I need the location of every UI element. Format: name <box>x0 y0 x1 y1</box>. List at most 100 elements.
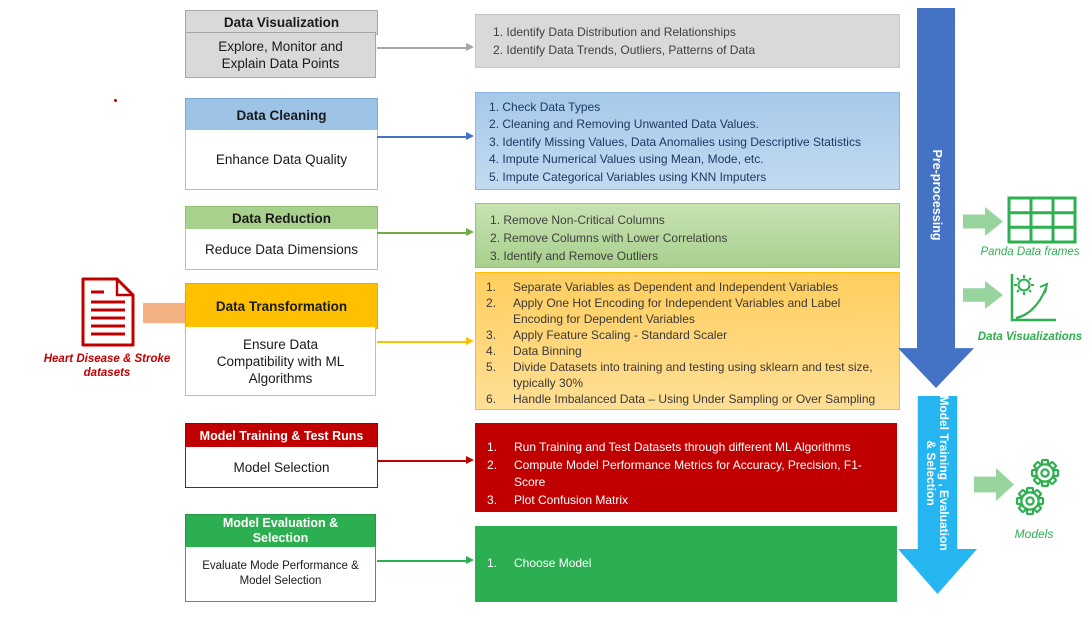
stage-header-model-training: Model Training & Test Runs <box>185 423 378 449</box>
output-arrow-icon <box>963 281 1003 309</box>
connector-arrowhead <box>466 556 474 564</box>
source-label-text: Heart Disease & Stroke datasets <box>43 353 171 379</box>
detail-item: Handle Imbalanced Data – Using Under Sam… <box>486 391 885 407</box>
detail-item-text: Identify and Remove Outliers <box>503 249 659 263</box>
detail-item-text: Impute Categorical Variables using KNN I… <box>502 169 767 184</box>
stage-header-data-transformation: Data Transformation <box>185 283 378 329</box>
detail-item: Check Data Types <box>489 99 891 116</box>
detail-item: Impute Categorical Variables using KNN I… <box>489 169 891 186</box>
detail-item-text: Remove Columns with Lower Correlations <box>503 231 728 245</box>
detail-item-text: Check Data Types <box>502 100 601 114</box>
detail-box-data-visualization: Identify Data Distribution and Relations… <box>475 14 900 68</box>
stage-body-model-evaluation: Evaluate Mode Performance & Model Select… <box>185 546 376 602</box>
stage-body-data-visualization: Explore, Monitor and Explain Data Points <box>185 32 376 78</box>
stage-header-data-reduction: Data Reduction <box>185 206 378 231</box>
detail-item-text: Apply One Hot Encoding for Independent V… <box>513 296 841 326</box>
detail-box-model-evaluation: Choose Model <box>475 526 897 602</box>
connector-data-visualization <box>377 47 467 49</box>
output-label-text: Models <box>1014 527 1054 541</box>
connector-arrowhead <box>466 228 474 236</box>
detail-item: Apply One Hot Encoding for Independent V… <box>486 295 885 327</box>
detail-item-text: Remove Non-Critical Columns <box>503 213 665 227</box>
chart-growth-icon <box>1010 274 1056 322</box>
stage-body-data-cleaning: Enhance Data Quality <box>185 129 378 190</box>
model-phase-label-line1: Model Training , Evaluation <box>937 395 951 551</box>
detail-item: Remove Non-Critical Columns <box>490 211 889 229</box>
detail-item: Identify Data Distribution and Relations… <box>493 23 887 41</box>
output-label-text: Panda Data frames <box>980 246 1080 258</box>
red-dot <box>114 99 117 102</box>
stage-title: Data Visualization <box>223 15 340 30</box>
detail-item-text: Identify Data Trends, Outliers, Patterns… <box>506 43 756 57</box>
detail-item: Choose Model <box>487 555 885 572</box>
detail-item-text: Plot Confusion Matrix <box>514 492 629 507</box>
stage-subtitle: Explore, Monitor and Explain Data Points <box>218 39 343 71</box>
output-label-models: Models <box>1002 527 1066 541</box>
connector-model-training <box>377 460 467 462</box>
output-label-data-visualizations: Data Visualizations <box>966 331 1092 343</box>
stage-subtitle: Enhance Data Quality <box>215 152 348 167</box>
stage-body-data-transformation: Ensure Data Compatibility with ML Algori… <box>185 326 376 396</box>
detail-item: Remove Columns with Lower Correlations <box>490 229 889 247</box>
detail-item: Identify Missing Values, Data Anomalies … <box>489 134 891 151</box>
detail-item: Separate Variables as Dependent and Inde… <box>486 279 885 295</box>
stage-body-model-training: Model Selection <box>185 446 378 488</box>
detail-item-text: Identify Missing Values, Data Anomalies … <box>502 134 861 149</box>
detail-item-text: Compute Model Performance Metrics for Ac… <box>514 457 862 490</box>
stage-title: Data Cleaning <box>236 107 327 123</box>
output-label-text: Data Visualizations <box>977 331 1083 343</box>
model-phase-label-line2: & Selection <box>924 440 938 506</box>
detail-box-data-transformation: Separate Variables as Dependent and Inde… <box>475 272 900 410</box>
detail-item-text: Impute Numerical Values using Mean, Mode… <box>502 152 764 167</box>
stage-title: Data Transformation <box>215 298 348 314</box>
stage-subtitle: Reduce Data Dimensions <box>204 241 359 257</box>
connector-model-evaluation <box>377 560 467 562</box>
stage-header-model-evaluation: Model Evaluation & Selection <box>185 514 376 547</box>
detail-item-text: Run Training and Test Datasets through d… <box>514 440 851 454</box>
preprocessing-label-text: Pre-processing <box>930 149 944 241</box>
connector-arrowhead <box>466 43 474 51</box>
connector-arrowhead <box>466 337 474 345</box>
stage-title: Model Training & Test Runs <box>199 428 364 443</box>
connector-arrowhead <box>466 456 474 464</box>
preprocessing-label: Pre-processing <box>930 149 944 240</box>
stage-title: Model Evaluation & Selection <box>222 515 339 545</box>
detail-item-text: Choose Model <box>514 556 592 570</box>
stage-title: Data Reduction <box>231 211 331 226</box>
detail-item-text: Separate Variables as Dependent and Inde… <box>513 280 839 294</box>
output-label-panda-data-frames: Panda Data frames <box>968 246 1092 258</box>
connector-data-reduction <box>377 232 467 234</box>
detail-item: Cleaning and Removing Unwanted Data Valu… <box>489 116 891 133</box>
detail-item-text: Identify Data Distribution and Relations… <box>506 25 736 39</box>
output-arrow-icon <box>963 207 1003 236</box>
model-phase-label: Model Training , Evaluation & Selection <box>924 395 951 551</box>
detail-item: Run Training and Test Datasets through d… <box>487 439 881 457</box>
connector-arrowhead <box>466 132 474 140</box>
detail-item: Data Binning <box>486 343 885 359</box>
detail-item-text: Divide Datasets into training and testin… <box>513 360 873 390</box>
detail-item-text: Cleaning and Removing Unwanted Data Valu… <box>502 117 759 132</box>
detail-item: Divide Datasets into training and testin… <box>486 359 885 391</box>
stage-body-data-reduction: Reduce Data Dimensions <box>185 228 378 270</box>
detail-item-text: Data Binning <box>513 344 582 358</box>
connector-data-cleaning <box>377 136 467 138</box>
detail-box-data-reduction: Remove Non-Critical Columns Remove Colum… <box>475 203 900 268</box>
output-arrow-icon <box>974 468 1014 501</box>
source-label: Heart Disease & Stroke datasets <box>27 352 187 380</box>
detail-box-data-cleaning: Check Data Types Cleaning and Removing U… <box>475 92 900 190</box>
document-icon <box>81 277 135 347</box>
detail-item: Apply Feature Scaling - Standard Scaler <box>486 327 885 343</box>
detail-item-text: Handle Imbalanced Data – Using Under Sam… <box>513 392 876 406</box>
detail-box-model-training: Run Training and Test Datasets through d… <box>475 423 897 512</box>
detail-item-text: Apply Feature Scaling - Standard Scaler <box>513 328 728 342</box>
stage-header-data-cleaning: Data Cleaning <box>185 98 378 132</box>
detail-item: Plot Confusion Matrix <box>487 492 881 510</box>
table-grid-icon <box>1007 196 1077 244</box>
stage-subtitle: Ensure Data Compatibility with ML Algori… <box>216 336 345 386</box>
detail-item: Identify and Remove Outliers <box>490 247 889 265</box>
detail-item: Impute Numerical Values using Mean, Mode… <box>489 151 891 168</box>
gears-icon <box>1015 458 1060 516</box>
stage-subtitle: Evaluate Mode Performance & Model Select… <box>202 560 359 587</box>
detail-item: Compute Model Performance Metrics for Ac… <box>487 457 881 492</box>
